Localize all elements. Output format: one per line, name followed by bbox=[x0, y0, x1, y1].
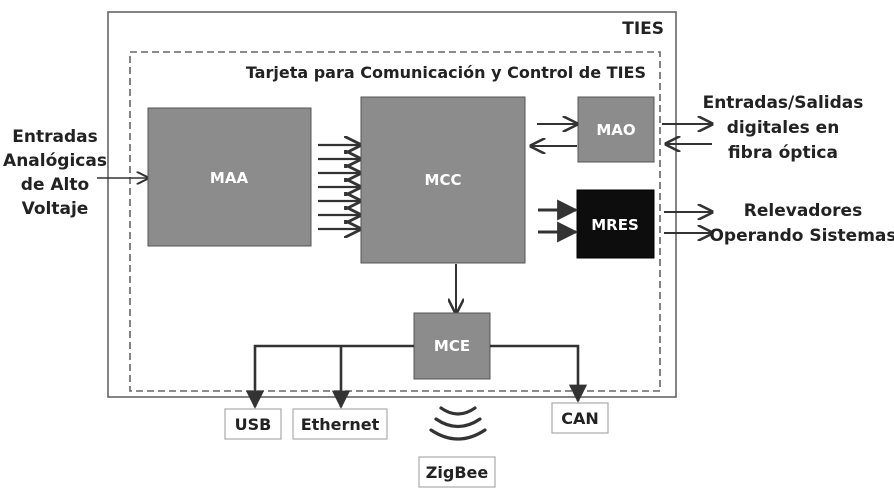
svg-text:Voltaje: Voltaje bbox=[22, 199, 89, 219]
mce-label: MCE bbox=[434, 337, 470, 355]
svg-text:Relevadores: Relevadores bbox=[744, 201, 862, 221]
svg-text:Operando Sistemas: Operando Sistemas bbox=[709, 226, 894, 246]
fiber-io-label: Entradas/Salidas digitales en fibra ópti… bbox=[703, 93, 864, 163]
svg-text:Entradas/Salidas: Entradas/Salidas bbox=[703, 93, 864, 113]
svg-text:de Alto: de Alto bbox=[21, 175, 89, 195]
board-title: Tarjeta para Comunicación y Control de T… bbox=[246, 63, 646, 82]
ethernet-box bbox=[292, 408, 388, 440]
mres-block bbox=[576, 189, 655, 259]
zigbee-label: ZigBee bbox=[426, 463, 489, 482]
can-label: CAN bbox=[561, 409, 599, 428]
zigbee-box bbox=[418, 456, 496, 488]
mce-connections bbox=[245, 344, 588, 409]
maa-to-mcc-arrows bbox=[318, 145, 360, 229]
mres-label: MRES bbox=[591, 216, 639, 234]
maa-block bbox=[147, 107, 312, 247]
can-box bbox=[551, 402, 609, 434]
mcc-block bbox=[360, 96, 526, 264]
board-boundary bbox=[129, 51, 661, 392]
mao-block bbox=[577, 96, 655, 163]
usb-box bbox=[224, 408, 282, 440]
svg-text:fibra óptica: fibra óptica bbox=[728, 143, 838, 163]
mres-out-arrows bbox=[664, 212, 712, 233]
usb-label: USB bbox=[235, 415, 272, 434]
wireless-signal-icon bbox=[429, 406, 487, 441]
ethernet-label: Ethernet bbox=[301, 415, 380, 434]
svg-text:digitales en: digitales en bbox=[727, 118, 840, 138]
svg-text:Analógicas: Analógicas bbox=[3, 151, 107, 171]
mcc-label: MCC bbox=[425, 171, 462, 189]
mcc-to-mres-arrows bbox=[538, 199, 579, 243]
mao-label: MAO bbox=[596, 121, 635, 139]
relays-label: Relevadores Operando Sistemas bbox=[709, 201, 894, 246]
ties-title: TIES bbox=[622, 19, 664, 39]
mce-block bbox=[413, 312, 491, 380]
maa-label: MAA bbox=[210, 169, 249, 187]
svg-text:Entradas: Entradas bbox=[12, 127, 97, 147]
analog-inputs-label: Entradas Analógicas de Alto Voltaje bbox=[3, 127, 107, 219]
